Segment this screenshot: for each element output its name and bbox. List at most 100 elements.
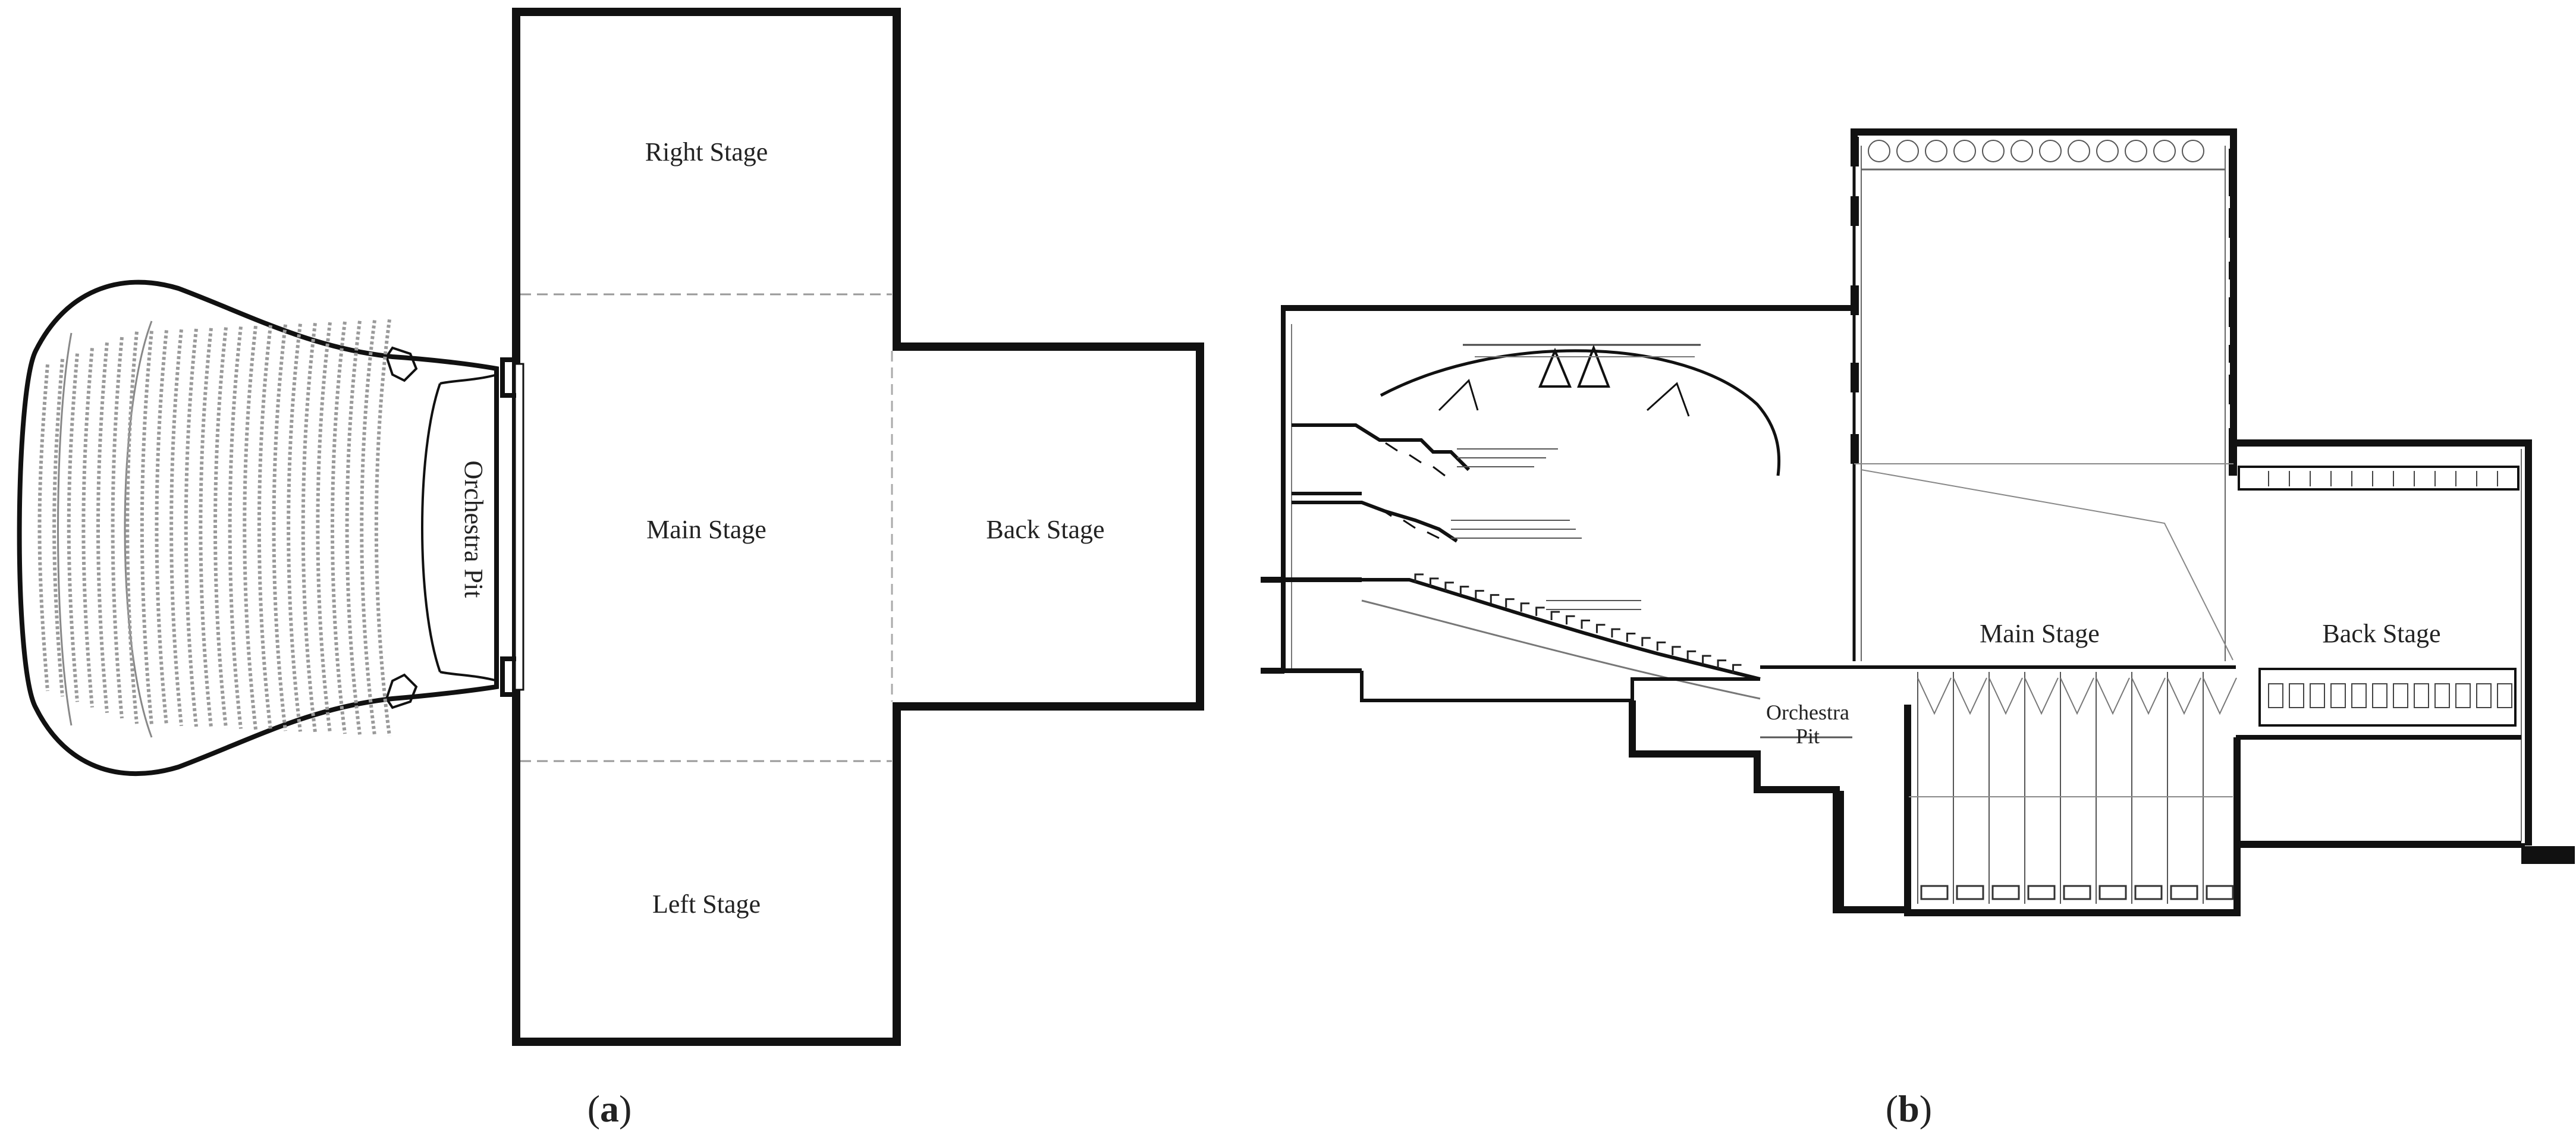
lift-scissor <box>2131 677 2166 715</box>
wall-block <box>2229 178 2237 196</box>
proscenium-jamb-bottom <box>500 656 516 697</box>
caption-a-letter: a <box>600 1088 619 1130</box>
label-orchestra-pit-b-line1: Orchestra <box>1766 700 1849 724</box>
lift-scissor <box>2096 677 2130 715</box>
seat-row <box>228 326 243 729</box>
lift-motor <box>2134 885 2163 900</box>
auditorium-tier-lines <box>1451 448 1641 610</box>
seating-aisle-2 <box>57 332 73 726</box>
grid-circle <box>1982 140 2005 162</box>
ceiling-reflector-1 <box>1538 347 1572 388</box>
seat-step <box>1595 624 1606 633</box>
wall-block <box>1851 363 1859 392</box>
seat-row <box>125 331 139 724</box>
wall-block <box>2229 303 2237 321</box>
grid-circle <box>1925 140 1947 162</box>
seat-row <box>316 322 332 734</box>
seat-row <box>331 321 347 734</box>
grid-circle <box>2153 140 2176 162</box>
proscenium-edge <box>514 363 524 691</box>
wagon-unit <box>2330 683 2346 708</box>
label-back-stage-a: Back Stage <box>986 515 1104 544</box>
pit-outline <box>1629 700 1911 913</box>
lift-scissor <box>1917 677 1952 715</box>
seat-row <box>67 353 79 702</box>
seat-step <box>1656 641 1666 651</box>
seating-rows <box>37 319 391 736</box>
balcony-1 <box>1292 423 1471 472</box>
grid-circle <box>2068 140 2090 162</box>
substage-outline <box>1904 841 2525 916</box>
wagon-unit <box>2393 683 2408 708</box>
ceiling-reflector-3 <box>1438 379 1479 411</box>
label-left-stage: Left Stage <box>652 890 761 919</box>
wagon-unit <box>2455 683 2471 708</box>
seat-row <box>243 325 257 730</box>
seat-step <box>1459 586 1469 595</box>
back-stage-outline <box>2233 439 2532 846</box>
seat-row <box>374 319 391 736</box>
seat-step <box>1686 650 1697 660</box>
wall-block <box>1851 434 1859 464</box>
wall-block <box>2229 220 2237 238</box>
back-stage-gallery <box>2238 466 2520 491</box>
wall-block <box>2229 446 2237 476</box>
wagon-unit <box>2497 683 2512 708</box>
lift-motor <box>1956 885 1984 900</box>
orchestra-pit-edge <box>421 383 441 673</box>
ceiling-reflector-2 <box>1577 344 1610 388</box>
grid-circle <box>1953 140 1976 162</box>
balcony-2-tiers <box>1379 507 1440 539</box>
seat-step <box>1581 620 1590 629</box>
grid-circle <box>2125 140 2147 162</box>
lift-motor <box>2170 885 2198 900</box>
seat-row <box>52 359 64 697</box>
lift-scissor <box>1988 677 2023 715</box>
wall-block <box>1851 137 1859 166</box>
lift-motor <box>2099 885 2127 900</box>
back-stage-wagon-detail <box>2268 471 2512 708</box>
wall-block <box>1851 196 1859 226</box>
seat-step <box>1429 577 1439 587</box>
stalls-rake <box>1362 578 1761 681</box>
label-right-stage: Right Stage <box>645 137 768 166</box>
wall-block <box>2229 262 2237 279</box>
caption-b-letter: b <box>1898 1088 1920 1130</box>
pit-rail <box>439 373 498 682</box>
stage-house-outline <box>512 8 1204 1046</box>
grid-circle <box>1868 140 1890 162</box>
plan-view-a: Right Stage Main Stage Back Stage Left S… <box>17 8 1204 1130</box>
grid-circle <box>2039 140 2062 162</box>
lift-motor <box>2063 885 2091 900</box>
lift-scissor <box>2060 677 2094 715</box>
balcony-2 <box>1292 501 1458 543</box>
lift-scissor <box>2203 677 2237 715</box>
seat-step <box>1672 646 1681 655</box>
seat-row <box>272 324 287 731</box>
seat-row <box>111 337 124 719</box>
caption-b: (b) <box>1886 1088 1932 1130</box>
seat-row <box>199 328 213 728</box>
seating-aisle-1 <box>124 320 153 738</box>
seat-step <box>1520 602 1530 612</box>
seat-row <box>155 330 168 725</box>
wagon-unit <box>2414 683 2429 708</box>
wall-block <box>2229 149 2237 178</box>
seat-step <box>1611 628 1620 638</box>
lift-motor <box>2027 885 2056 900</box>
seat-row <box>213 327 228 728</box>
sightline-1 <box>1861 469 2233 661</box>
entrance-steps <box>1261 577 1284 674</box>
lift-motor <box>2206 885 2234 900</box>
wall-block <box>2229 386 2237 404</box>
seat-row <box>37 364 49 692</box>
lift-scissor <box>2024 677 2059 715</box>
ceiling-dome <box>1380 349 1781 476</box>
stalls-seat-steps <box>1414 573 1742 674</box>
ceiling-reflector-4 <box>1646 382 1690 417</box>
wagon-unit <box>2351 683 2367 708</box>
seat-step <box>1732 664 1742 674</box>
side-box-bottom <box>385 673 418 709</box>
wagon-unit <box>2476 683 2492 708</box>
